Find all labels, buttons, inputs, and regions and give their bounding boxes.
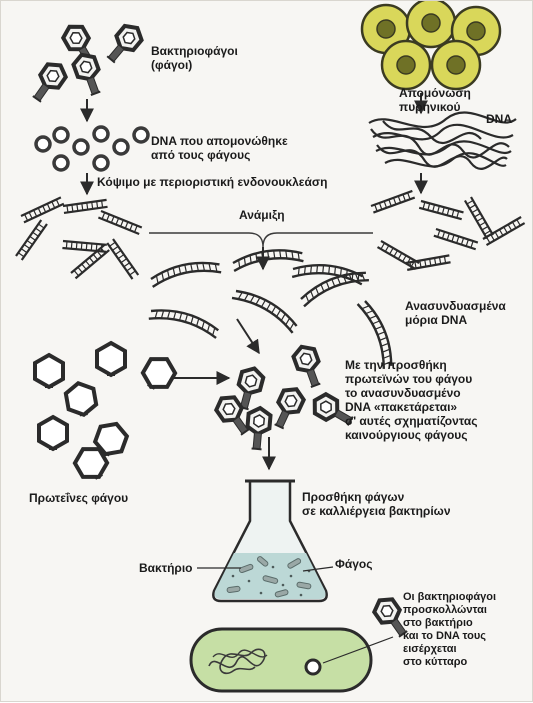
phage-protein-icon	[35, 355, 63, 387]
label-phage: Φάγος	[335, 557, 372, 571]
text-line: πρωτεϊνών του φάγου	[345, 372, 477, 386]
phage-protein-icon	[64, 381, 97, 417]
dna-ring-icon	[114, 140, 128, 154]
dna-fragment-icon	[98, 211, 141, 234]
dna-ring-icon	[54, 156, 68, 170]
bacterium-icon	[191, 629, 371, 691]
text-line: Απομόνωση	[399, 86, 471, 100]
label-cutting: Κόψιμο με περιοριστική ενδονουκλεάση	[97, 175, 327, 189]
cell-icon	[407, 1, 455, 47]
dna-fragment-icon	[63, 200, 108, 213]
dna-fragment-icon	[434, 229, 478, 249]
dna-ring-icon	[54, 128, 68, 142]
recombinant-dna-icon	[232, 246, 303, 271]
text-line: καινούργιους φάγους	[345, 428, 477, 442]
label-mixing: Ανάμιξη	[239, 208, 285, 222]
recombinant-dna-icon	[150, 258, 222, 287]
phage-icon	[71, 51, 106, 97]
label-bacterium: Βακτήριο	[139, 561, 193, 575]
recombinant-dna-icon	[149, 304, 220, 338]
text-line: πυρηνικού	[399, 100, 471, 114]
dna-ring-icon	[94, 127, 108, 141]
dna-fragment-icon	[62, 241, 106, 252]
text-line: (φάγοι)	[151, 58, 238, 72]
phage-icon	[269, 385, 306, 431]
phage-protein-icon	[139, 352, 179, 394]
label-phage-dna: DNA που απομονώθηκε από τους φάγους	[151, 134, 288, 162]
phage-icon	[246, 407, 271, 450]
label-packaging: Με την προσθήκη πρωτεϊνών του φάγου το α…	[345, 358, 477, 442]
dna-ring-icon	[134, 128, 148, 142]
dna-fragment-icon	[371, 191, 415, 213]
label-dna: DNA	[486, 112, 512, 126]
text-line: στο κύτταρο	[403, 656, 496, 669]
phage-protein-icon	[39, 417, 67, 449]
mixing-bracket	[149, 233, 373, 247]
dna-fragment-icon	[378, 241, 420, 269]
phage-icon	[291, 343, 326, 389]
dna-ring-icon	[74, 140, 88, 154]
dna-fragment-icon	[16, 220, 47, 260]
text-line: προσκολλώνται	[403, 604, 496, 617]
text-line: Ανασυνδυασμένα	[405, 299, 506, 313]
label-phage-proteins: Πρωτεΐνες φάγου	[29, 491, 128, 505]
dna-fragment-icon	[107, 239, 138, 279]
label-bacteriophages: Βακτηριοφάγοι (φάγοι)	[151, 44, 238, 72]
cell-icon	[432, 41, 480, 89]
text-line: Προσθήκη φάγων	[302, 490, 451, 504]
phage-icon	[28, 59, 70, 105]
dna-fragment-icon	[419, 201, 463, 219]
label-culture: Προσθήκη φάγων σε καλλιέργεια βακτηρίων	[302, 490, 451, 518]
label-attach: Οι βακτηριοφάγοι προσκολλώνται στο βακτή…	[403, 591, 496, 669]
text-line: και το DNA τους	[403, 630, 496, 643]
dna-ring-icon	[94, 156, 108, 170]
phage-protein-icon	[97, 343, 125, 375]
label-nucleus-isolation: Απομόνωση πυρηνικού	[399, 86, 471, 114]
text-line: εισέρχεται	[403, 643, 496, 656]
label-recombinant: Ανασυνδυασμένα μόρια DNA	[405, 299, 506, 327]
text-line: το ανασυνδυασμένο	[345, 386, 477, 400]
dna-ring-icon	[36, 137, 50, 151]
recombinant-dna-icon	[298, 266, 369, 306]
text-line: σ' αυτές σχηματίζοντας	[345, 414, 477, 428]
phage-icon	[103, 21, 146, 67]
text-line: στο βακτήριο	[403, 617, 496, 630]
text-line: από τους φάγους	[151, 148, 288, 162]
text-line: DNA που απομονώθηκε	[151, 134, 288, 148]
text-line: Οι βακτηριοφάγοι	[403, 591, 496, 604]
cell-icon	[382, 41, 430, 89]
text-line: Βακτηριοφάγοι	[151, 44, 238, 58]
text-line: Με την προσθήκη	[345, 358, 477, 372]
text-line: σε καλλιέργεια βακτηρίων	[302, 504, 451, 518]
dna-fragment-icon	[21, 197, 64, 222]
text-line: μόρια DNA	[405, 313, 506, 327]
text-line: DNA «πακετάρεται»	[345, 400, 477, 414]
dna-fragment-icon	[465, 197, 493, 239]
arrow-icon	[237, 319, 259, 353]
